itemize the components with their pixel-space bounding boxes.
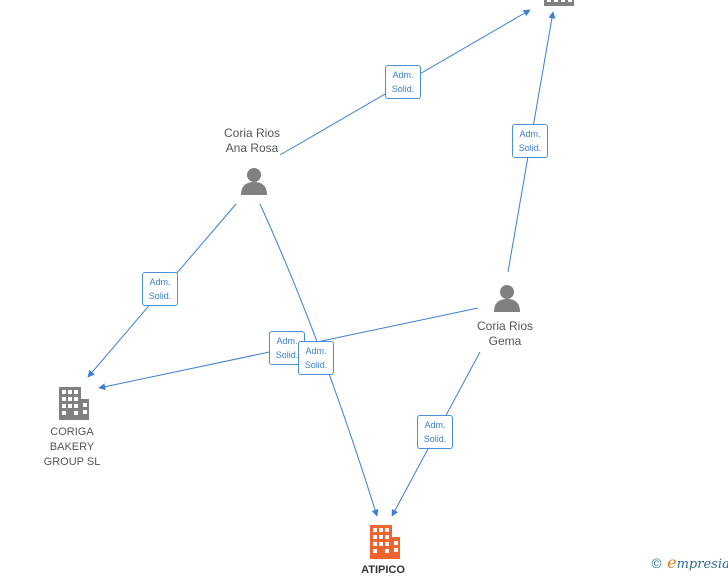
brand-name: mpresia xyxy=(676,557,728,572)
edge-label-gema-atipico: Adm. Solid. xyxy=(417,415,453,449)
person-icon[interactable] xyxy=(241,168,267,195)
building-icon[interactable] xyxy=(59,387,89,420)
empresia-watermark: © empresia xyxy=(650,553,728,572)
building-icon[interactable] xyxy=(544,0,574,6)
copyright-icon: © xyxy=(650,557,663,572)
person-icon[interactable] xyxy=(494,285,520,312)
node-label-ana-rosa[interactable]: Coria Rios Ana Rosa xyxy=(223,126,280,155)
brand-initial: e xyxy=(667,553,677,572)
edge-label-gema-top-company: Adm. Solid. xyxy=(512,124,548,158)
building-icon[interactable] xyxy=(370,525,400,559)
node-label-gema[interactable]: Coria Rios Gema xyxy=(476,319,533,348)
node-label-atipico[interactable]: ATIPICO xyxy=(361,564,405,576)
edge-label-ana-rosa-atipico: Adm. Solid. xyxy=(298,341,334,375)
edge-label-ana-rosa-coriga: Adm. Solid. xyxy=(142,272,178,306)
edge-label-ana-rosa-top-company: Adm. Solid. xyxy=(385,65,421,99)
node-label-coriga[interactable]: CORIGA BAKERY GROUP SL xyxy=(43,426,101,468)
